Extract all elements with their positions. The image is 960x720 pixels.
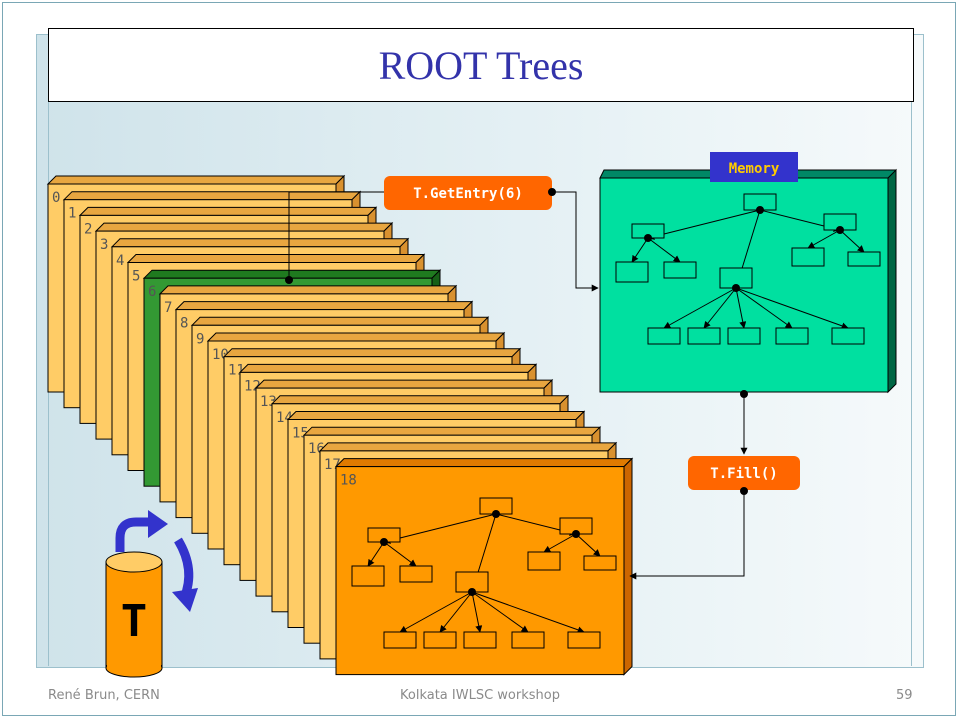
- footer-author: René Brun, CERN: [48, 688, 160, 703]
- entry-number-label: 0: [52, 190, 60, 206]
- fill-call: T.Fill(): [688, 456, 800, 490]
- memory-tag: Memory: [710, 152, 798, 182]
- front-entry-tree-diagram: [351, 497, 617, 649]
- footer-event: Kolkata IWLSC workshop: [400, 688, 560, 703]
- entry-number-label: 8: [180, 316, 188, 332]
- entry6-to-getentry-connector: [288, 191, 384, 280]
- cycle-arrows-icon: [115, 510, 198, 612]
- memory-label: Memory: [729, 161, 780, 177]
- getentry-to-memory-arrow: [552, 191, 599, 292]
- get-entry-label: T.GetEntry(6): [413, 186, 523, 202]
- fill-label: T.Fill(): [710, 466, 777, 482]
- slide-title: ROOT Trees: [378, 42, 584, 88]
- get-entry-call: T.GetEntry(6): [384, 176, 552, 210]
- tree-cylinder: T: [105, 551, 163, 678]
- title-box: ROOT Trees: [48, 28, 914, 102]
- memory-tree-diagram: [615, 193, 881, 345]
- entry-number-label: 6: [148, 284, 156, 300]
- entry-number-label: 5: [132, 269, 140, 285]
- tree-symbol: T: [121, 596, 148, 647]
- entry-number-label: 3: [100, 237, 108, 253]
- entry-number-label: 18: [340, 473, 357, 489]
- entry-number-label: 9: [196, 331, 204, 347]
- entry-number-label: 4: [116, 253, 124, 269]
- entry-number-label: 7: [164, 300, 172, 316]
- footer-page-number: 59: [896, 688, 913, 703]
- entry-number-label: 2: [84, 221, 92, 237]
- entry6-connector-dot: [285, 276, 293, 284]
- entry-number-label: 1: [68, 206, 76, 222]
- connectors: [285, 188, 748, 580]
- fill-to-front-entry-arrow: [629, 491, 745, 580]
